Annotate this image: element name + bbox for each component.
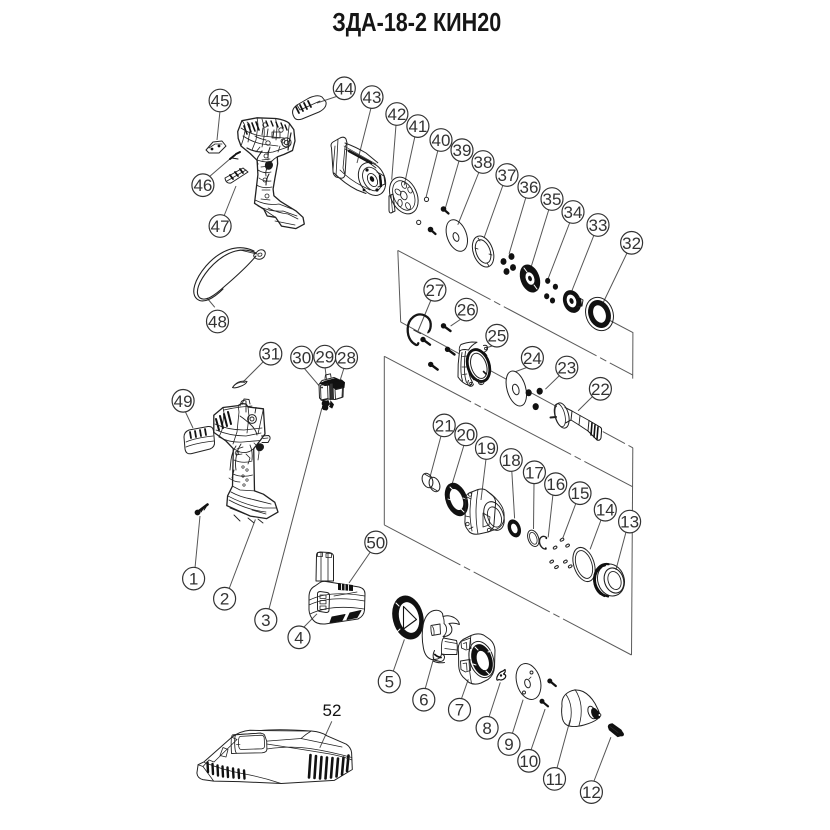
svg-text:50: 50: [366, 533, 385, 552]
svg-text:24: 24: [523, 349, 542, 368]
svg-text:26: 26: [457, 301, 476, 320]
svg-text:6: 6: [419, 691, 428, 710]
svg-text:11: 11: [546, 770, 564, 789]
svg-text:1: 1: [189, 570, 198, 589]
svg-text:16: 16: [546, 475, 565, 494]
svg-text:2: 2: [220, 590, 229, 609]
svg-text:10: 10: [519, 752, 538, 771]
svg-text:40: 40: [432, 131, 451, 150]
svg-text:28: 28: [337, 349, 356, 368]
svg-text:4: 4: [294, 628, 303, 647]
svg-text:9: 9: [504, 735, 513, 754]
svg-text:19: 19: [477, 439, 496, 458]
svg-text:ЗДА-18-2 КИН20: ЗДА-18-2 КИН20: [332, 7, 501, 37]
svg-text:48: 48: [208, 313, 227, 332]
svg-text:37: 37: [498, 166, 517, 185]
svg-text:46: 46: [193, 176, 212, 195]
svg-text:44: 44: [335, 79, 354, 98]
svg-text:5: 5: [385, 673, 394, 692]
svg-text:13: 13: [620, 513, 639, 532]
svg-text:17: 17: [525, 463, 544, 482]
svg-text:20: 20: [456, 425, 475, 444]
svg-text:36: 36: [520, 178, 539, 197]
svg-text:31: 31: [261, 345, 280, 364]
svg-text:23: 23: [557, 359, 576, 378]
svg-text:25: 25: [487, 327, 506, 346]
svg-text:41: 41: [408, 117, 427, 136]
svg-text:29: 29: [315, 348, 334, 367]
svg-text:35: 35: [543, 190, 562, 209]
svg-text:8: 8: [482, 719, 491, 738]
svg-text:42: 42: [387, 105, 406, 124]
svg-text:33: 33: [589, 216, 608, 235]
svg-text:18: 18: [502, 451, 521, 470]
svg-text:15: 15: [571, 484, 590, 503]
svg-text:12: 12: [582, 783, 601, 802]
svg-text:47: 47: [211, 217, 230, 236]
svg-text:38: 38: [474, 153, 493, 172]
svg-text:27: 27: [425, 281, 444, 300]
svg-text:43: 43: [363, 88, 382, 107]
svg-text:30: 30: [292, 349, 311, 368]
svg-text:45: 45: [211, 92, 230, 111]
svg-text:52: 52: [323, 701, 342, 720]
svg-text:3: 3: [261, 611, 270, 630]
svg-text:14: 14: [596, 501, 615, 520]
svg-text:39: 39: [453, 141, 472, 160]
svg-text:49: 49: [174, 392, 193, 411]
svg-text:32: 32: [622, 234, 641, 253]
svg-text:22: 22: [591, 380, 610, 399]
svg-text:21: 21: [435, 416, 454, 435]
svg-text:34: 34: [564, 203, 583, 222]
svg-text:7: 7: [455, 701, 464, 720]
